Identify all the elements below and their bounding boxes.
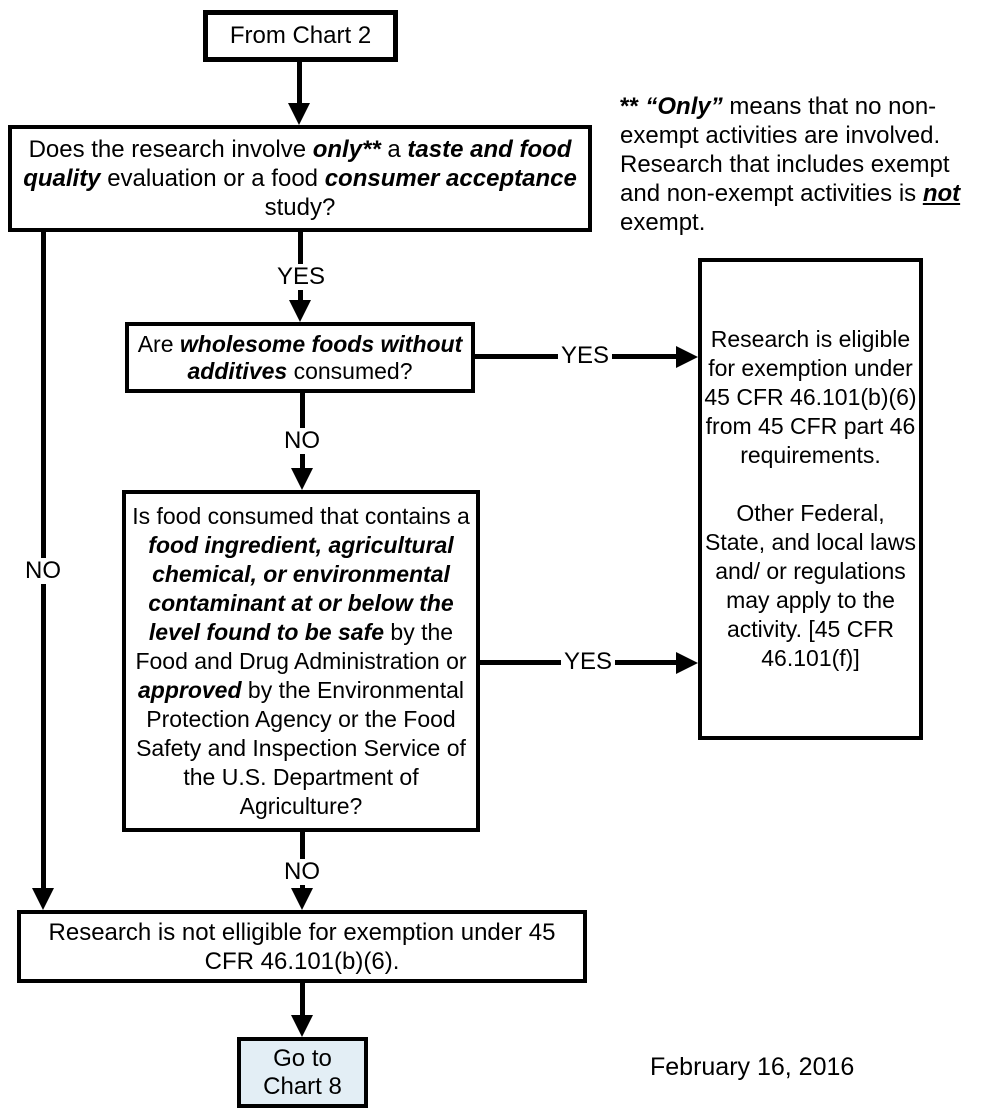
node-result-eligible-paragraph-1: Research is eligible for exemption under… [704, 326, 917, 468]
footnote-only-definition: ** “Only” means that no non-exempt activ… [620, 92, 994, 237]
edge-label-yes-q1: YES [273, 264, 329, 290]
arrowhead-right-into-eligible-bottom [676, 652, 698, 674]
date-label: February 16, 2016 [650, 1053, 855, 1081]
node-question-taste-food-quality-text: Does the research involve only** a taste… [23, 136, 577, 221]
footnote-only-definition-text: ** “Only” means that no non-exempt activ… [620, 93, 961, 236]
node-question-food-ingredient-text: Is food consumed that contains a food in… [132, 502, 470, 819]
node-goto-chart-8: Go to Chart 8 [237, 1037, 368, 1108]
arrowhead-down-left-into-not-eligible [32, 888, 54, 910]
node-result-not-eligible-text: Research is not elligible for exemption … [48, 918, 556, 975]
node-from-chart-2-label: From Chart 2 [229, 22, 372, 49]
arrowhead-right-into-eligible-top [676, 346, 698, 368]
edge-label-no-q2: NO [281, 428, 323, 454]
node-question-food-ingredient: Is food consumed that contains a food in… [122, 490, 480, 832]
node-result-eligible: Research is eligible for exemption under… [698, 258, 923, 740]
node-goto-chart-8-line2: Chart 8 [263, 1072, 342, 1100]
node-question-wholesome-foods: Are wholesome foods without additives co… [125, 322, 475, 393]
edge-label-yes-q3: YES [560, 649, 616, 675]
edge-fromchart2-to-q1-line [297, 62, 302, 105]
node-result-not-eligible: Research is not elligible for exemption … [17, 910, 587, 983]
arrowhead-down-into-q2 [289, 300, 311, 322]
arrowhead-down-into-q1 [288, 103, 310, 125]
edge-label-no-left: NO [22, 558, 64, 584]
node-from-chart-2: From Chart 2 [203, 10, 398, 62]
node-question-wholesome-foods-text: Are wholesome foods without additives co… [137, 330, 463, 384]
node-goto-chart-8-line1: Go to [273, 1044, 332, 1072]
node-question-taste-food-quality: Does the research involve only** a taste… [8, 125, 592, 232]
arrowhead-down-into-not-eligible [291, 888, 313, 910]
edge-label-no-q3: NO [281, 859, 323, 885]
edge-label-yes-q2: YES [557, 343, 613, 369]
arrowhead-down-into-q3 [291, 468, 313, 490]
arrowhead-down-into-goto [291, 1015, 313, 1037]
node-result-eligible-paragraph-2: Other Federal, State, and local laws and… [705, 500, 916, 671]
edge-noteligible-to-goto-line [300, 983, 305, 1015]
